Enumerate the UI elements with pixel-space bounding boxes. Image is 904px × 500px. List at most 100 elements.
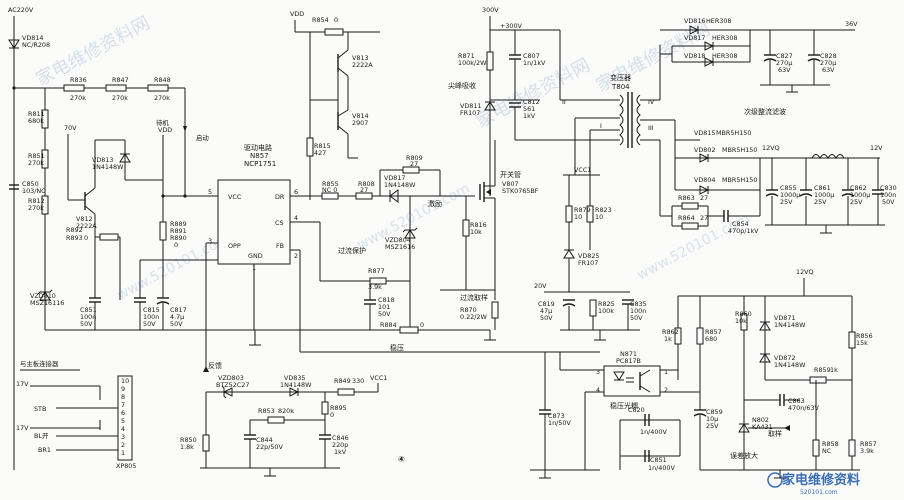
pin-opp: OPP: [228, 242, 241, 250]
label-c818: C818: [378, 296, 395, 304]
label-vzd804: VZD804: [385, 236, 411, 244]
connector-pin-number: 3: [121, 433, 125, 441]
label-36v: 36V: [845, 20, 858, 28]
label-c830: C830: [880, 184, 897, 192]
label-12vq2: 12VQ: [796, 268, 814, 276]
label-r891: R891: [170, 227, 187, 235]
label-r858: R858: [822, 440, 839, 448]
label-vd802-value: MBR5H150: [722, 146, 757, 154]
label-r864-value: 27: [700, 214, 708, 222]
pin-vcc: VCC: [228, 193, 242, 201]
label-c873-value: 1n/50V: [548, 419, 571, 427]
label-c851-value1: 100n: [80, 313, 96, 321]
label-opto-pin4: 4: [596, 386, 600, 394]
label-r854: R854: [312, 16, 329, 24]
label-r854-value: 0: [334, 16, 338, 24]
label-excite: 激励: [428, 199, 442, 208]
logo-url: 520101.com: [800, 489, 838, 496]
label-v807: V807: [502, 180, 519, 188]
label-c859-value1: 10μ: [706, 415, 718, 423]
label-sample: 取样: [768, 429, 782, 438]
secondary-36v: 36V VD816 HER308 VD817 HER308 VD818 HER3…: [660, 17, 858, 116]
label-r895: R895: [330, 404, 347, 412]
label-12vq: 12VQ: [762, 144, 780, 152]
connector-pin-number: 10: [121, 377, 129, 385]
label-stabilize: 稳压: [390, 343, 404, 352]
label-vd817b: VD817: [684, 34, 706, 42]
label-vd872: VD872: [774, 354, 796, 362]
label-c817-value2: 50V: [170, 320, 183, 328]
label-n802: N802: [752, 416, 769, 424]
label-r855-value: NC 0: [322, 186, 337, 194]
label-r812-value: 270k: [28, 204, 44, 212]
label-c830-value2: 50V: [882, 198, 895, 206]
label-vzd804-value: MSZ1616: [385, 243, 415, 251]
label-n802-value: KA431: [752, 423, 773, 431]
label-standby: 待机: [156, 118, 169, 127]
label-v813-value: 2222A: [352, 61, 373, 69]
label-plus300v: +300V: [500, 22, 523, 30]
label-r850-value: 1.8k: [180, 443, 194, 451]
feedback-lower: 反馈 VZD803 BTZ52C27 VD835 1N4148W R849 33…: [180, 361, 405, 477]
label-secondary-filter: 次级整流滤波: [744, 107, 786, 116]
label-stabilize-opto: 稳压光耦: [610, 401, 638, 410]
label-c854-value: 470p/1kV: [728, 227, 759, 235]
label-opto-pin2: 2: [664, 386, 668, 394]
label-12v: 12V: [870, 144, 883, 152]
label-r890: R890: [170, 234, 187, 242]
label-winding-i: I: [600, 122, 602, 130]
label-vd804: VD804: [694, 176, 716, 184]
label-transformer: 变压器: [610, 73, 631, 82]
label-v812-value: 2222A: [76, 222, 97, 230]
label-vzd810: VZD810: [30, 292, 56, 300]
label-r862: R862: [662, 328, 679, 336]
page-number: ④: [398, 455, 405, 464]
label-r884: R884: [380, 321, 397, 329]
label-vd816: VD816: [684, 17, 706, 25]
label-c850-value: 103/NC: [22, 187, 46, 195]
label-v813: V813: [352, 54, 369, 62]
label-vdd-standby: VDD: [158, 126, 172, 134]
label-c812-value1: 561: [523, 105, 535, 113]
label-c861-value2: 25V: [814, 198, 827, 206]
label-vcc1b: VCC1: [370, 374, 387, 382]
label-overcurrent-protect: 过流保护: [338, 246, 366, 255]
label-start: 启动: [196, 133, 209, 142]
label-c818-value1: 101: [378, 303, 390, 311]
label-r848: R848: [154, 76, 171, 84]
label-c862: C862: [850, 184, 867, 192]
label-c835: C835: [630, 300, 647, 308]
label-r860: R860: [735, 310, 752, 318]
label-r847-value: 270k: [112, 94, 128, 102]
label-r857: R857: [705, 328, 722, 336]
label-r853: R853: [258, 407, 275, 415]
label-r823: R823: [595, 206, 612, 214]
label-c828-value1: 270μ: [820, 59, 836, 67]
label-vd811-value: FR107: [460, 109, 480, 117]
label-v814-value: 2907: [352, 119, 368, 127]
label-opto-pin1: 1: [664, 368, 668, 376]
label-v807-value: STK0765BF: [502, 187, 539, 195]
label-r893: R893: [66, 234, 83, 242]
label-r860-value: 10k: [735, 317, 747, 325]
connector-pin-number: 2: [121, 441, 125, 449]
label-vd804-value: MBR5H150: [722, 176, 757, 184]
label-r847: R847: [112, 76, 129, 84]
label-spike-absorb: 尖峰吸收: [448, 81, 476, 90]
label-70v: 70V: [64, 124, 77, 132]
label-r870: R870: [460, 306, 477, 314]
pin-gnd: GND: [248, 252, 263, 260]
label-c855: C855: [780, 184, 797, 192]
label-br1: BR1: [38, 446, 51, 454]
label-connector-title: 与主板连接器: [20, 359, 59, 368]
label-300v: 300V: [482, 6, 499, 14]
label-r849: R849: [334, 377, 351, 385]
label-r812: R812: [28, 197, 45, 205]
label-vd811: VD811: [460, 102, 482, 110]
label-c827-value2: 63V: [778, 66, 791, 74]
label-vd871-value: 1N4148W: [774, 321, 806, 329]
connector-pin-number: 7: [121, 401, 125, 409]
label-r884-value: 0: [420, 321, 424, 329]
label-vd835: VD835: [284, 374, 306, 382]
label-vdd-top: VDD: [290, 10, 304, 18]
